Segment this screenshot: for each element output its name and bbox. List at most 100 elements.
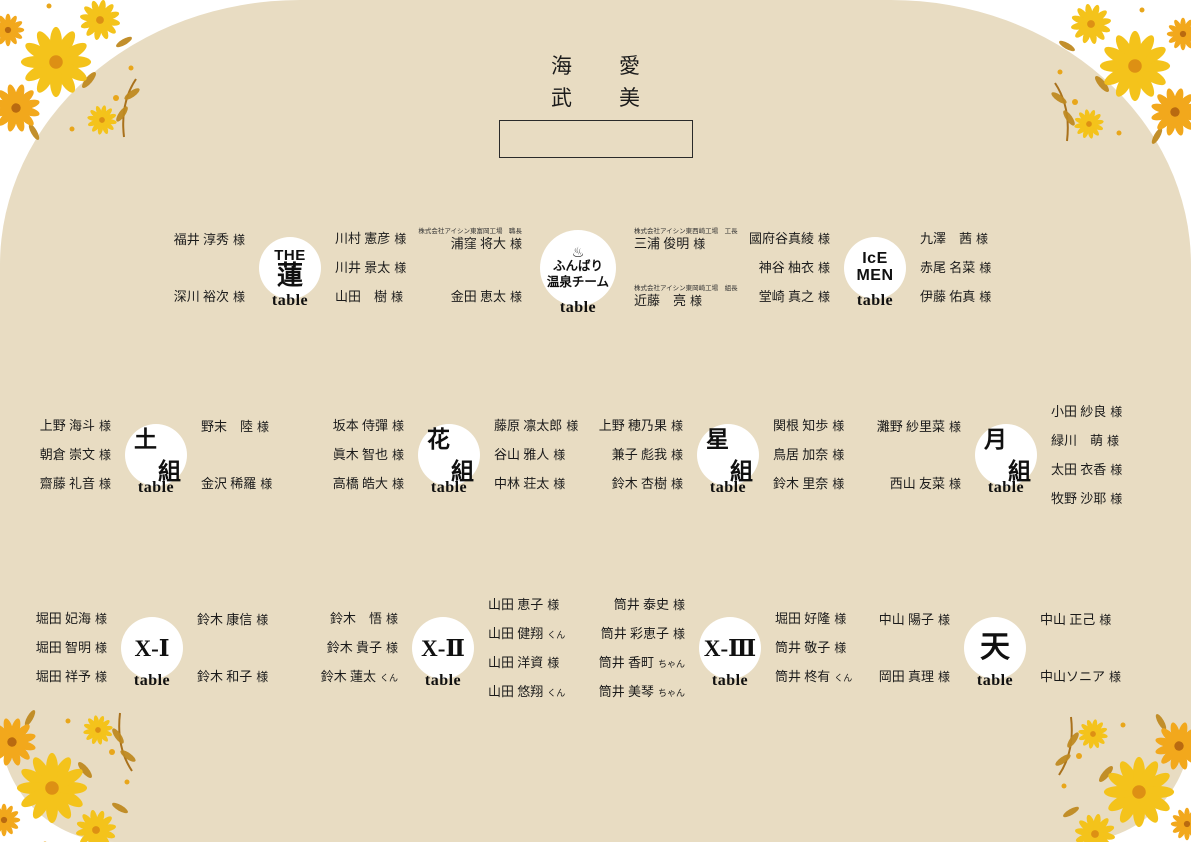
guest-row: 山田 悠翔くん xyxy=(488,684,565,700)
table-label: table xyxy=(711,672,749,689)
guest-row: 中山 陽子様 xyxy=(879,612,950,628)
guest-name: 深川 裕次 xyxy=(173,288,229,304)
guest-name: 藤原 凛太郎 xyxy=(494,418,563,434)
table-circle-hana-gumi: 花組 xyxy=(418,424,480,486)
guest-row: 灘野 紗里菜様 xyxy=(877,419,961,435)
guest-name: 筒井 香町 xyxy=(598,654,654,670)
guest-honorific: 様 xyxy=(385,641,398,656)
guest-row: 株式会社アイシン東岡崎工場 組長近藤 亮様 xyxy=(634,284,738,308)
guest-name: 中山ソニア xyxy=(1040,668,1106,684)
table-logo-text: IcE xyxy=(862,250,888,268)
guest-row: 朝倉 崇文様 xyxy=(40,447,111,463)
guest-honorific: 様 xyxy=(256,612,269,627)
guest-honorific: 様 xyxy=(94,641,107,656)
guest-honorific: 様 xyxy=(832,419,845,434)
guest-name: 三浦 俊明 xyxy=(634,236,690,252)
table-logo-text: 組 xyxy=(1008,458,1031,484)
guest-honorific: 様 xyxy=(948,419,961,434)
guest-honorific: 様 xyxy=(98,477,111,492)
guest-name: 堂崎 真之 xyxy=(758,289,814,305)
guest-row: 筒井 泰史様 xyxy=(614,597,685,613)
guest-row: 山田 樹様 xyxy=(335,289,403,305)
guest-row: 金沢 稀羅様 xyxy=(201,476,272,492)
guest-name: 牧野 沙耶 xyxy=(1051,490,1107,506)
guest-row: 山田 洋資様 xyxy=(488,655,559,671)
table-circle-hoshi-gumi: 星組 xyxy=(697,424,759,486)
guest-honorific: 様 xyxy=(672,597,685,612)
guest-honorific: 様 xyxy=(1110,462,1123,477)
guest-name: 堀田 智明 xyxy=(35,640,91,656)
guest-row: 西山 友菜様 xyxy=(890,476,961,492)
guest-honorific: くん xyxy=(547,629,566,640)
guest-row: 筒井 美琴ちゃん xyxy=(599,684,685,700)
guest-row: 鈴木 里奈様 xyxy=(773,476,844,492)
guest-honorific: 様 xyxy=(832,477,845,492)
guest-row: 堀田 智明様 xyxy=(36,640,107,656)
guest-row: 赤尾 名菜様 xyxy=(920,260,991,276)
guest-honorific: 様 xyxy=(391,419,404,434)
guest-name: 緑川 萌 xyxy=(1051,432,1104,448)
table-label: table xyxy=(976,672,1014,689)
guest-row: 筒井 彩恵子様 xyxy=(601,626,685,642)
guest-row: 高橋 皓大様 xyxy=(333,476,404,492)
guest-name: 堀田 祥予 xyxy=(35,669,91,685)
guest-name: 神谷 柚衣 xyxy=(758,260,814,276)
guest-row: 株式会社アイシン東西崎工場 工長三浦 俊明様 xyxy=(634,227,738,251)
table-label: table xyxy=(424,672,462,689)
guest-name: 谷山 雅人 xyxy=(494,447,550,463)
guest-honorific: 様 xyxy=(509,237,522,252)
guest-name: 金田 恵太 xyxy=(450,288,506,304)
guest-name: 上野 穂乃果 xyxy=(598,418,667,434)
guest-honorific: 様 xyxy=(385,612,398,627)
guest-name: 齋藤 礼音 xyxy=(39,476,95,492)
guest-row: 中林 荘太様 xyxy=(494,476,565,492)
guest-name: 高橋 皓大 xyxy=(332,476,388,492)
guest-name: 近藤 亮 xyxy=(634,293,687,309)
guest-name: 福井 淳秀 xyxy=(173,231,229,247)
guest-row: 筒井 香町ちゃん xyxy=(599,655,685,671)
name-char: 愛 xyxy=(619,54,640,78)
guest-honorific: 様 xyxy=(553,448,566,463)
guest-name: 山田 悠翔 xyxy=(488,683,544,699)
guest-name: 鈴木 和子 xyxy=(197,668,253,684)
onsen-icon: ♨ xyxy=(571,244,585,261)
guest-honorific: 様 xyxy=(98,419,111,434)
guest-name: 山田 樹 xyxy=(335,289,388,305)
guest-row: 川井 景太様 xyxy=(335,260,406,276)
guest-name: 九澤 茜 xyxy=(920,231,973,247)
guest-row: 中山ソニア様 xyxy=(1040,669,1121,685)
table-circle-funbari-onsen: ♨ふんばり温泉チーム xyxy=(540,230,616,306)
guest-name: 中山 正己 xyxy=(1040,611,1096,627)
guest-row: 岡田 真理様 xyxy=(879,669,950,685)
guest-honorific: 様 xyxy=(693,237,706,252)
name-char: 武 xyxy=(551,86,572,110)
guest-row: 神谷 柚衣様 xyxy=(759,260,830,276)
guest-row: 鈴木 和子様 xyxy=(197,669,268,685)
guest-row: 谷山 雅人様 xyxy=(494,447,565,463)
guest-honorific: 様 xyxy=(817,261,830,276)
table-logo-text: 組 xyxy=(158,458,181,484)
table-logo-text: 月 xyxy=(984,426,1007,452)
guest-name: 鈴木 杏樹 xyxy=(611,476,667,492)
guest-row: 上野 海斗様 xyxy=(40,418,111,434)
guest-row: 伊藤 佑真様 xyxy=(920,289,991,305)
guest-honorific: 様 xyxy=(1110,491,1123,506)
guest-row: 牧野 沙耶様 xyxy=(1051,491,1122,507)
table-label: table xyxy=(133,672,171,689)
guest-row: 鈴木 蓮太くん xyxy=(321,669,398,685)
guest-honorific: 様 xyxy=(670,477,683,492)
guest-row: 野末 陸様 xyxy=(201,419,269,435)
guest-honorific: 様 xyxy=(547,597,560,612)
guest-name: 筒井 泰史 xyxy=(613,596,669,612)
guest-name: 筒井 敬子 xyxy=(775,640,831,656)
table-logo-text: 蓮 xyxy=(276,260,303,290)
table-logo-text: 温泉チーム xyxy=(546,275,610,289)
guest-name: 筒井 柊有 xyxy=(775,669,831,685)
guest-row: 深川 裕次様 xyxy=(174,289,245,305)
couple-name-left: 海 武 xyxy=(551,56,572,109)
guest-row: 筒井 柊有くん xyxy=(775,669,852,685)
guest-name: 伊藤 佑真 xyxy=(920,289,976,305)
table-logo-text: 土 xyxy=(134,426,157,452)
guest-name: 川井 景太 xyxy=(335,260,391,276)
guest-row: 鈴木 康信様 xyxy=(197,612,268,628)
